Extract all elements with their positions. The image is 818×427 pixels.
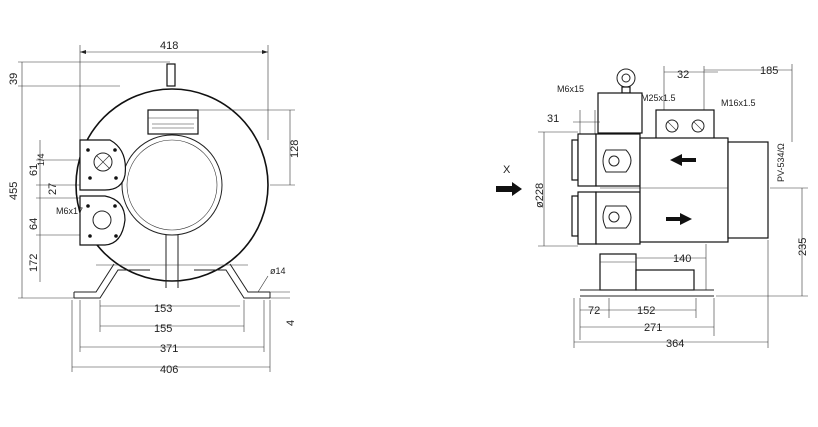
- side-view: M6x15 32 185 M25x1.5 M16x1.5 31: [534, 64, 809, 350]
- dim-152: 152: [637, 305, 655, 317]
- dim-155: 155: [154, 323, 172, 335]
- dim-185: 185: [760, 65, 778, 77]
- dim-128: 128: [289, 140, 301, 158]
- label-model: PV-534/Ω: [776, 143, 786, 182]
- view-arrow-x: X: [496, 164, 522, 196]
- dim-418: 418: [160, 40, 178, 52]
- dim-271: 271: [644, 322, 662, 334]
- dim-64: 64: [28, 218, 40, 230]
- label-m16x1-5: M16x1.5: [721, 98, 756, 108]
- dim-455: 455: [8, 182, 20, 200]
- dim-27: 27: [47, 183, 59, 195]
- label-m6x15: M6x15: [557, 84, 584, 94]
- label-m6x17: M6x17: [56, 206, 83, 216]
- dim-61: 61: [28, 164, 40, 176]
- dim-153: 153: [154, 303, 172, 315]
- dim-32: 32: [677, 69, 689, 81]
- front-view: 418 39 455 61 1/4 27 64 172 128: [8, 40, 301, 376]
- dim-hole-14: ø14: [270, 266, 286, 276]
- label-m25x1-5: M25x1.5: [641, 93, 676, 103]
- label-view-x: X: [503, 164, 511, 176]
- dim-39: 39: [8, 73, 20, 85]
- dim-371: 371: [160, 343, 178, 355]
- dim-31: 31: [547, 113, 559, 125]
- dim-172: 172: [28, 254, 40, 272]
- dim-364: 364: [666, 338, 684, 350]
- dim-228: ø228: [534, 183, 546, 208]
- dim-235: 235: [797, 238, 809, 256]
- dim-406: 406: [160, 364, 178, 376]
- dim-140: 140: [673, 253, 691, 265]
- dim-72: 72: [588, 305, 600, 317]
- dim-4: 4: [285, 320, 297, 326]
